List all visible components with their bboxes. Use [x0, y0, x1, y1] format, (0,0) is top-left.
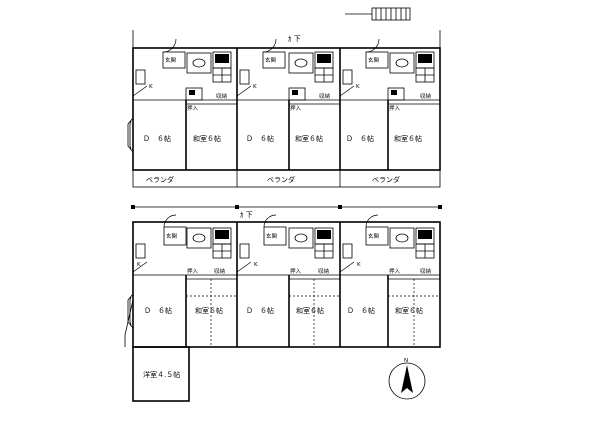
sink-icon	[342, 69, 353, 85]
sink-icon	[342, 243, 353, 259]
dk-label: Ｄ ６帖	[144, 306, 172, 315]
sink-icon	[239, 243, 250, 259]
upper-unit-1: 玄関 K Ｄ ６帖 和室６帖 押入 収納	[132, 38, 238, 170]
upper-unit-3: 玄関 K Ｄ ６帖 和室６帖 押入 収納	[339, 38, 440, 170]
kitchen-label: K	[253, 84, 257, 90]
closet-label: 押入	[389, 104, 401, 112]
dk-label: Ｄ ６帖	[246, 306, 274, 315]
entrance-label: 玄関	[265, 56, 277, 64]
entrance-label: 玄関	[368, 56, 380, 64]
room-label: 和室６帖	[394, 134, 422, 143]
extra-room-label: 洋室４.５帖	[143, 370, 180, 379]
toilet-icon	[294, 58, 308, 68]
room-label: 和室６帖	[296, 306, 324, 315]
door-swing-icon	[236, 85, 252, 97]
entrance-label: 玄関	[166, 232, 178, 240]
door-swing-icon	[132, 261, 148, 273]
veranda-label: ベランダ	[267, 175, 295, 184]
door-swing-icon	[339, 261, 355, 273]
storage-label: 収納	[214, 267, 226, 275]
lower-unit-3: 玄関 K Ｄ ６帖 和室６帖 押入 収納	[339, 214, 440, 347]
stairs-icon	[345, 7, 411, 21]
closet-label: 押入	[187, 104, 199, 112]
entrance-label: 玄関	[368, 232, 380, 240]
veranda-label: ベランダ	[146, 175, 174, 184]
room-label: 和室６帖	[295, 134, 323, 143]
corridor-label: ｶ 下	[240, 211, 253, 219]
closet-label: 押入	[290, 104, 302, 112]
storage-label: 収納	[319, 92, 331, 100]
lower-floor: ｶ 下 洋室４.５帖	[124, 205, 442, 402]
storage-label: 収納	[420, 92, 432, 100]
entrance-label: 玄関	[165, 56, 177, 64]
toilet-icon	[395, 58, 409, 68]
corridor-label: ｶ 下	[288, 35, 301, 43]
room-label: 和室６帖	[193, 134, 221, 143]
toilet-icon	[395, 233, 409, 243]
closet-label: 押入	[290, 267, 302, 275]
room-label: 和室６帖	[395, 306, 423, 315]
entrance-label: 玄関	[266, 232, 278, 240]
dk-label: Ｄ ６帖	[143, 134, 171, 143]
storage-label: 収納	[420, 267, 432, 275]
kitchen-label: K	[149, 84, 153, 90]
kitchen-label: K	[254, 262, 258, 268]
upper-unit-2: 玄関 K Ｄ ６帖 和室６帖 押入 収納	[236, 38, 341, 170]
north-arrow-icon: N	[388, 358, 426, 400]
door-swing-icon	[339, 85, 355, 97]
toilet-icon	[192, 58, 206, 68]
door-swing-icon	[132, 85, 148, 97]
lower-unit-2: 玄関 K Ｄ ６帖 和室６帖 押入 収納	[236, 214, 341, 347]
sink-icon	[135, 69, 146, 85]
door-swing-icon	[236, 261, 252, 273]
upper-floor: ｶ 下	[127, 30, 441, 188]
dk-label: Ｄ ６帖	[347, 306, 375, 315]
storage-label: 収納	[216, 92, 228, 100]
dk-label: Ｄ ６帖	[246, 134, 274, 143]
toilet-icon	[294, 233, 308, 243]
toilet-icon	[192, 233, 206, 243]
dk-label: Ｄ ６帖	[346, 134, 374, 143]
closet-label: 押入	[187, 267, 199, 275]
sink-icon	[135, 243, 146, 259]
kitchen-label: K	[356, 84, 360, 90]
storage-label: 収納	[318, 267, 330, 275]
sink-icon	[239, 69, 250, 85]
kitchen-label: K	[357, 262, 361, 268]
room-label: 和室６帖	[195, 306, 223, 315]
kitchen-label: K	[137, 262, 141, 268]
lower-unit-1: 玄関 K Ｄ ６帖 和室６帖 押入 収納	[132, 214, 238, 347]
veranda-label: ベランダ	[372, 175, 400, 184]
north-label: N	[404, 358, 408, 364]
closet-label: 押入	[389, 267, 401, 275]
